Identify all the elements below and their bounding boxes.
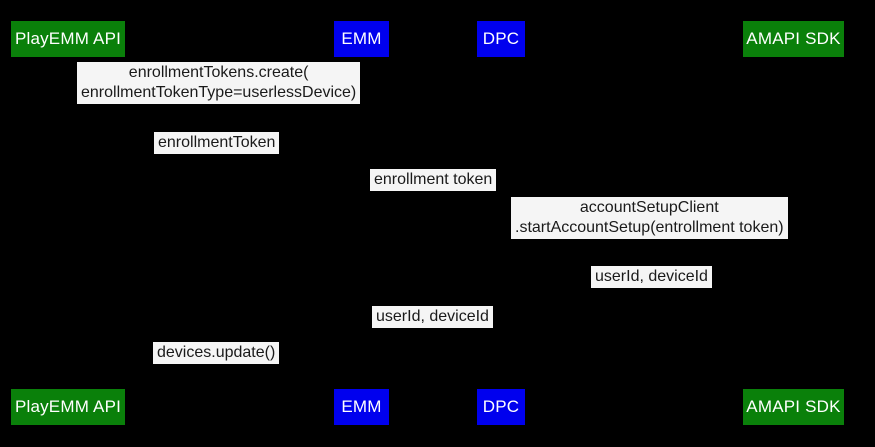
actor-playemm-api-top: PlayEMM API: [11, 21, 125, 57]
actor-amapi-sdk-top: AMAPI SDK: [743, 21, 844, 57]
message-enrollment-token: enrollment token: [370, 169, 497, 191]
actor-emm-bottom: EMM: [334, 389, 389, 425]
message-userid-deviceid: userId, deviceId: [372, 306, 493, 328]
message-enrollment-token-return: enrollmentToken: [154, 132, 280, 154]
message-userid-deviceid-return: userId, deviceId: [591, 266, 712, 288]
message-devices-update: devices.update(): [153, 342, 280, 364]
actor-dpc-bottom: DPC: [477, 389, 525, 425]
actor-playemm-api-bottom: PlayEMM API: [11, 389, 125, 425]
actor-emm-top: EMM: [334, 21, 389, 57]
message-enrollment-tokens-create: enrollmentTokens.create( enrollmentToken…: [77, 62, 361, 104]
actor-amapi-sdk-bottom: AMAPI SDK: [743, 389, 844, 425]
message-start-account-setup: accountSetupClient .startAccountSetup(en…: [511, 197, 788, 239]
actor-dpc-top: DPC: [477, 21, 525, 57]
